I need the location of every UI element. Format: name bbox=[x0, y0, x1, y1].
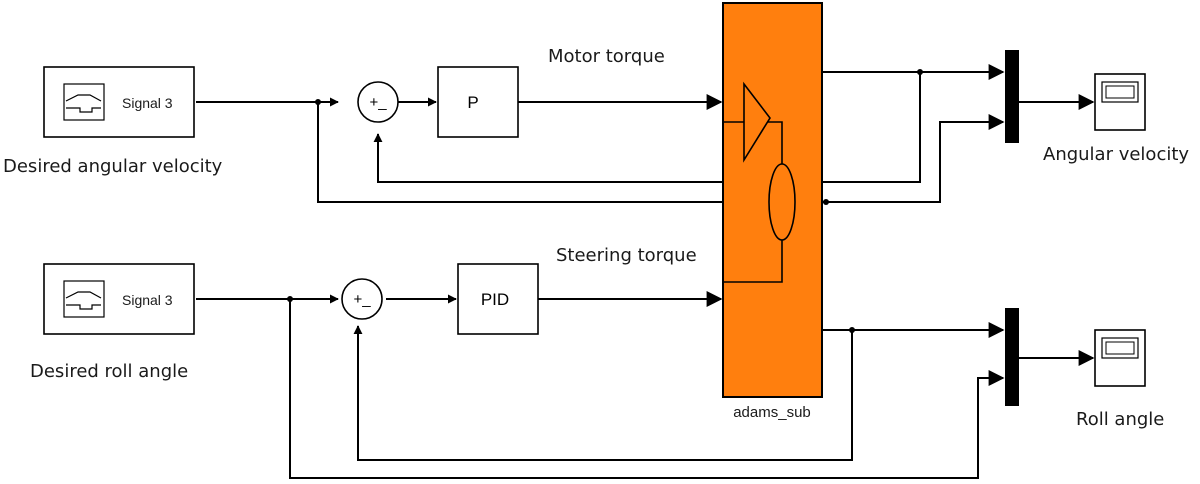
adams-subsystem-body bbox=[722, 2, 823, 398]
sum-block-signs: +_ bbox=[369, 94, 387, 111]
pid-controller-block[interactable]: PID bbox=[457, 263, 539, 335]
pid-controller-label: PID bbox=[481, 290, 509, 309]
signal-wires bbox=[196, 64, 1095, 479]
adams-subsystem-block[interactable] bbox=[722, 2, 823, 398]
scope-screen-icon bbox=[1101, 337, 1139, 359]
signal-source-roll[interactable]: Signal 3 bbox=[43, 263, 195, 335]
branch-point bbox=[315, 99, 321, 105]
source-roll-label: Signal 3 bbox=[122, 292, 173, 308]
p-controller-label: P bbox=[467, 93, 478, 112]
scope-screen-icon bbox=[1101, 81, 1139, 103]
scope-velocity-caption: Angular velocity bbox=[1043, 144, 1189, 165]
steering-torque-label: Steering torque bbox=[556, 245, 697, 266]
scope-roll-caption: Roll angle bbox=[1076, 409, 1164, 430]
source-roll-caption: Desired roll angle bbox=[30, 361, 188, 382]
motor-torque-label: Motor torque bbox=[548, 46, 665, 67]
source-velocity-caption: Desired angular velocity bbox=[3, 156, 223, 177]
wire-desired-velocity-to-mux bbox=[317, 102, 1005, 203]
mux-block-roll[interactable] bbox=[1005, 308, 1019, 406]
branch-point bbox=[917, 69, 923, 75]
signal-builder-icon bbox=[63, 280, 105, 318]
adams-subsystem-label: adams_sub bbox=[733, 404, 811, 421]
wire-desired-roll-to-mux bbox=[289, 299, 1005, 479]
branch-point bbox=[287, 296, 293, 302]
sum-block-roll[interactable]: +_ bbox=[341, 278, 383, 320]
scope-block-velocity[interactable] bbox=[1094, 73, 1146, 131]
sum-block-velocity[interactable]: +_ bbox=[357, 81, 399, 123]
p-controller-block[interactable]: P bbox=[437, 66, 519, 138]
branch-point bbox=[849, 327, 855, 333]
wire-feedback-velocity bbox=[373, 72, 921, 183]
scope-block-roll[interactable] bbox=[1094, 329, 1146, 387]
subsystem-internal-icon bbox=[723, 81, 796, 283]
sum-block-signs: +_ bbox=[353, 291, 371, 308]
branch-point bbox=[823, 199, 829, 205]
signal-source-velocity[interactable]: Signal 3 bbox=[43, 66, 195, 138]
wire-feedback-roll bbox=[353, 325, 853, 461]
signal-builder-icon bbox=[63, 83, 105, 121]
mux-block-velocity[interactable] bbox=[1005, 50, 1019, 143]
source-velocity-label: Signal 3 bbox=[122, 95, 173, 111]
